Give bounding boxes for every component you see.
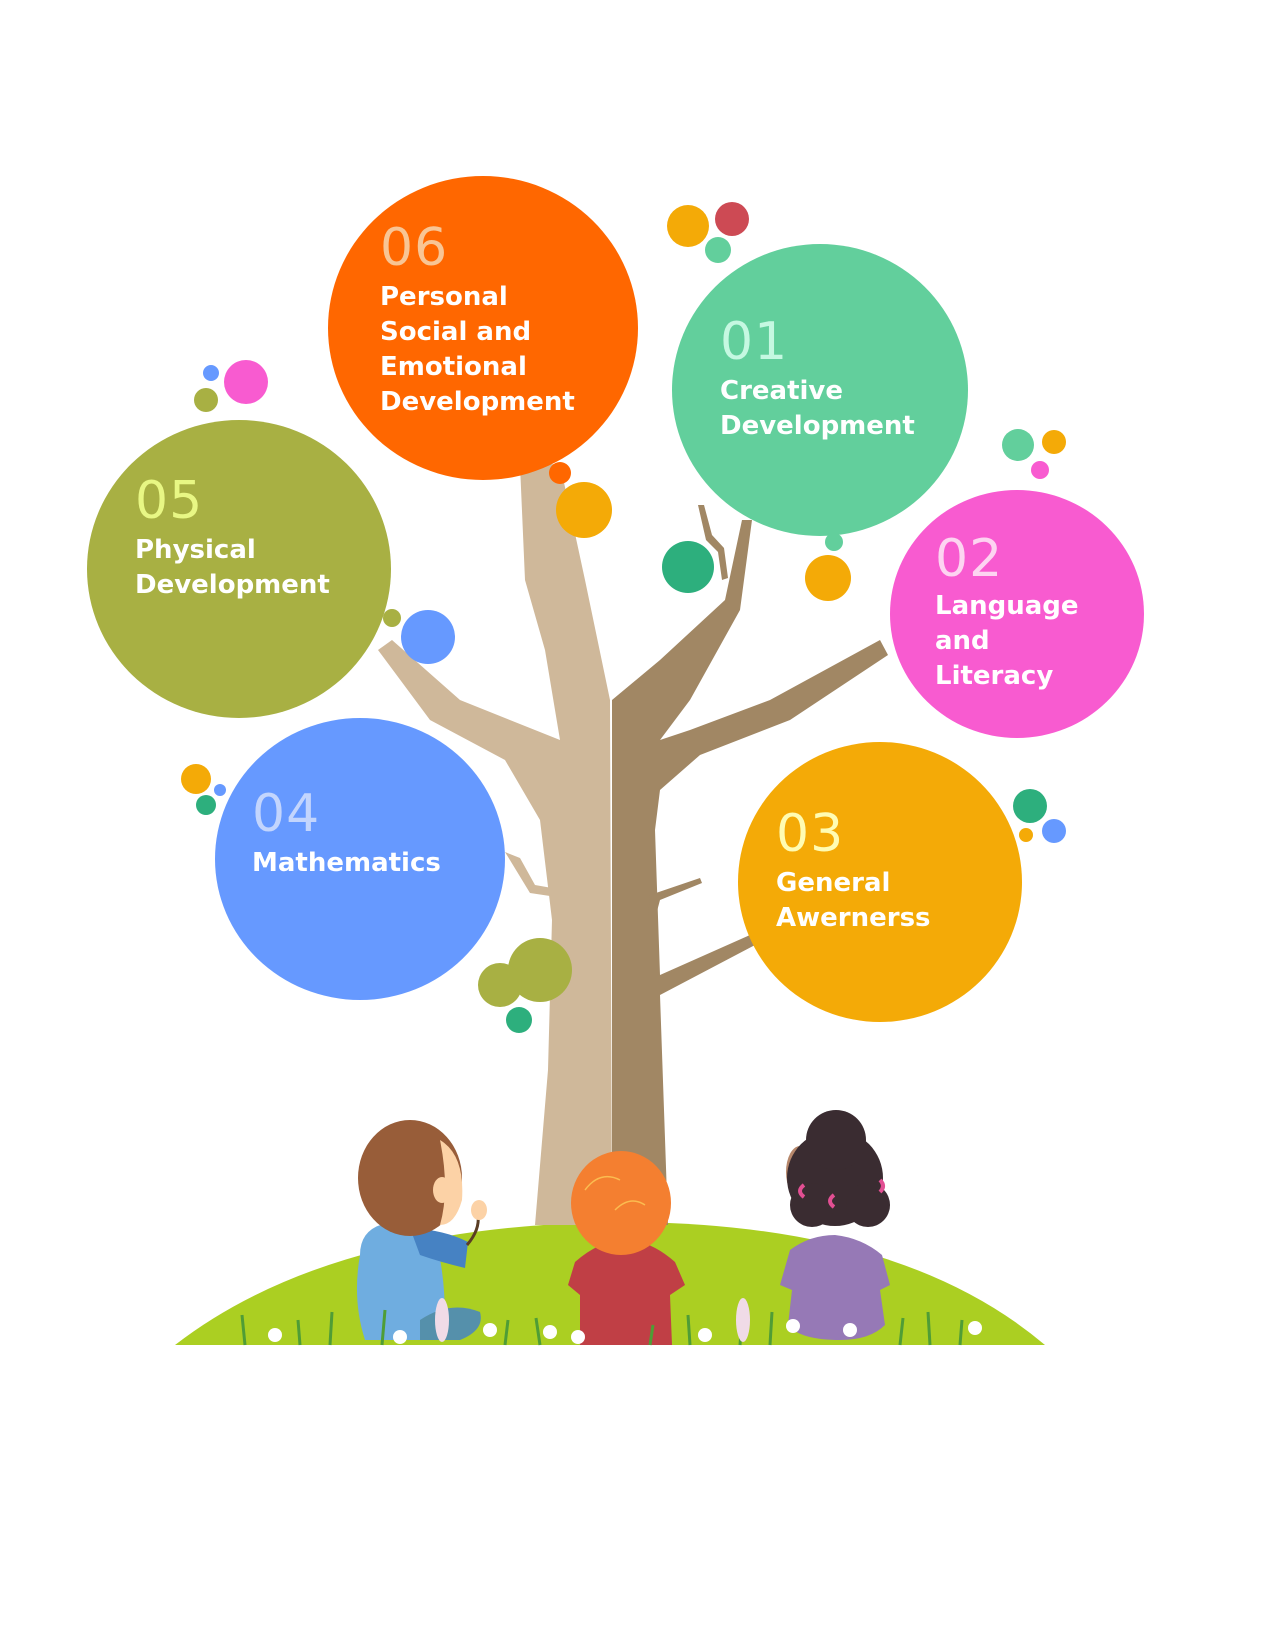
bubble-number: 03: [776, 804, 845, 864]
bubble-number: 02: [935, 529, 1004, 589]
tree-twig: [648, 878, 702, 915]
child-orange-hair: [568, 1151, 685, 1345]
bubble-01-text: 01 Creative Development: [720, 316, 915, 444]
bush: [508, 938, 572, 1002]
bubble-number: 06: [380, 218, 449, 278]
bubble-label: Language and Literacy: [935, 591, 1079, 691]
bubble-label: Physical Development: [135, 535, 330, 600]
tree-twig: [698, 505, 728, 580]
tree-twig: [505, 852, 552, 896]
bubble-04-text: 04 Mathematics: [252, 788, 441, 881]
bubble-number: 05: [135, 471, 204, 531]
bubble-creative-development: [672, 244, 968, 536]
bubble-label: General Awernerss: [776, 868, 931, 933]
bubble-02-text: 02 Language and Literacy: [935, 533, 1079, 694]
bubble-06-text: 06 Personal Social and Emotional Develop…: [380, 222, 575, 420]
bubble-personal-social-emotional: [328, 176, 638, 480]
tree-trunk-dark: [612, 520, 888, 1225]
bush: [478, 963, 522, 1007]
decor-dots: [181, 202, 1066, 843]
bubble-label: Personal Social and Emotional Developmen…: [380, 282, 575, 417]
bubble-label: Mathematics: [252, 848, 441, 878]
bubble-05-text: 05 Physical Development: [135, 475, 330, 603]
bubble-label: Creative Development: [720, 376, 915, 441]
bubble-general-awareness: [738, 742, 1022, 1022]
bubble-mathematics: [215, 718, 505, 1000]
flowers: [268, 1319, 982, 1344]
flower-buds: [435, 1298, 750, 1342]
tree-trunk-light: [378, 464, 612, 1225]
child-girl-curly: [780, 1110, 890, 1340]
bubble-physical-development: [87, 420, 391, 718]
bubble-number: 04: [252, 784, 321, 844]
bush-dot: [506, 1007, 532, 1033]
bubble-number: 01: [720, 312, 789, 372]
bubble-03-text: 03 General Awernerss: [776, 808, 931, 936]
bubble-language-literacy: [890, 490, 1144, 738]
